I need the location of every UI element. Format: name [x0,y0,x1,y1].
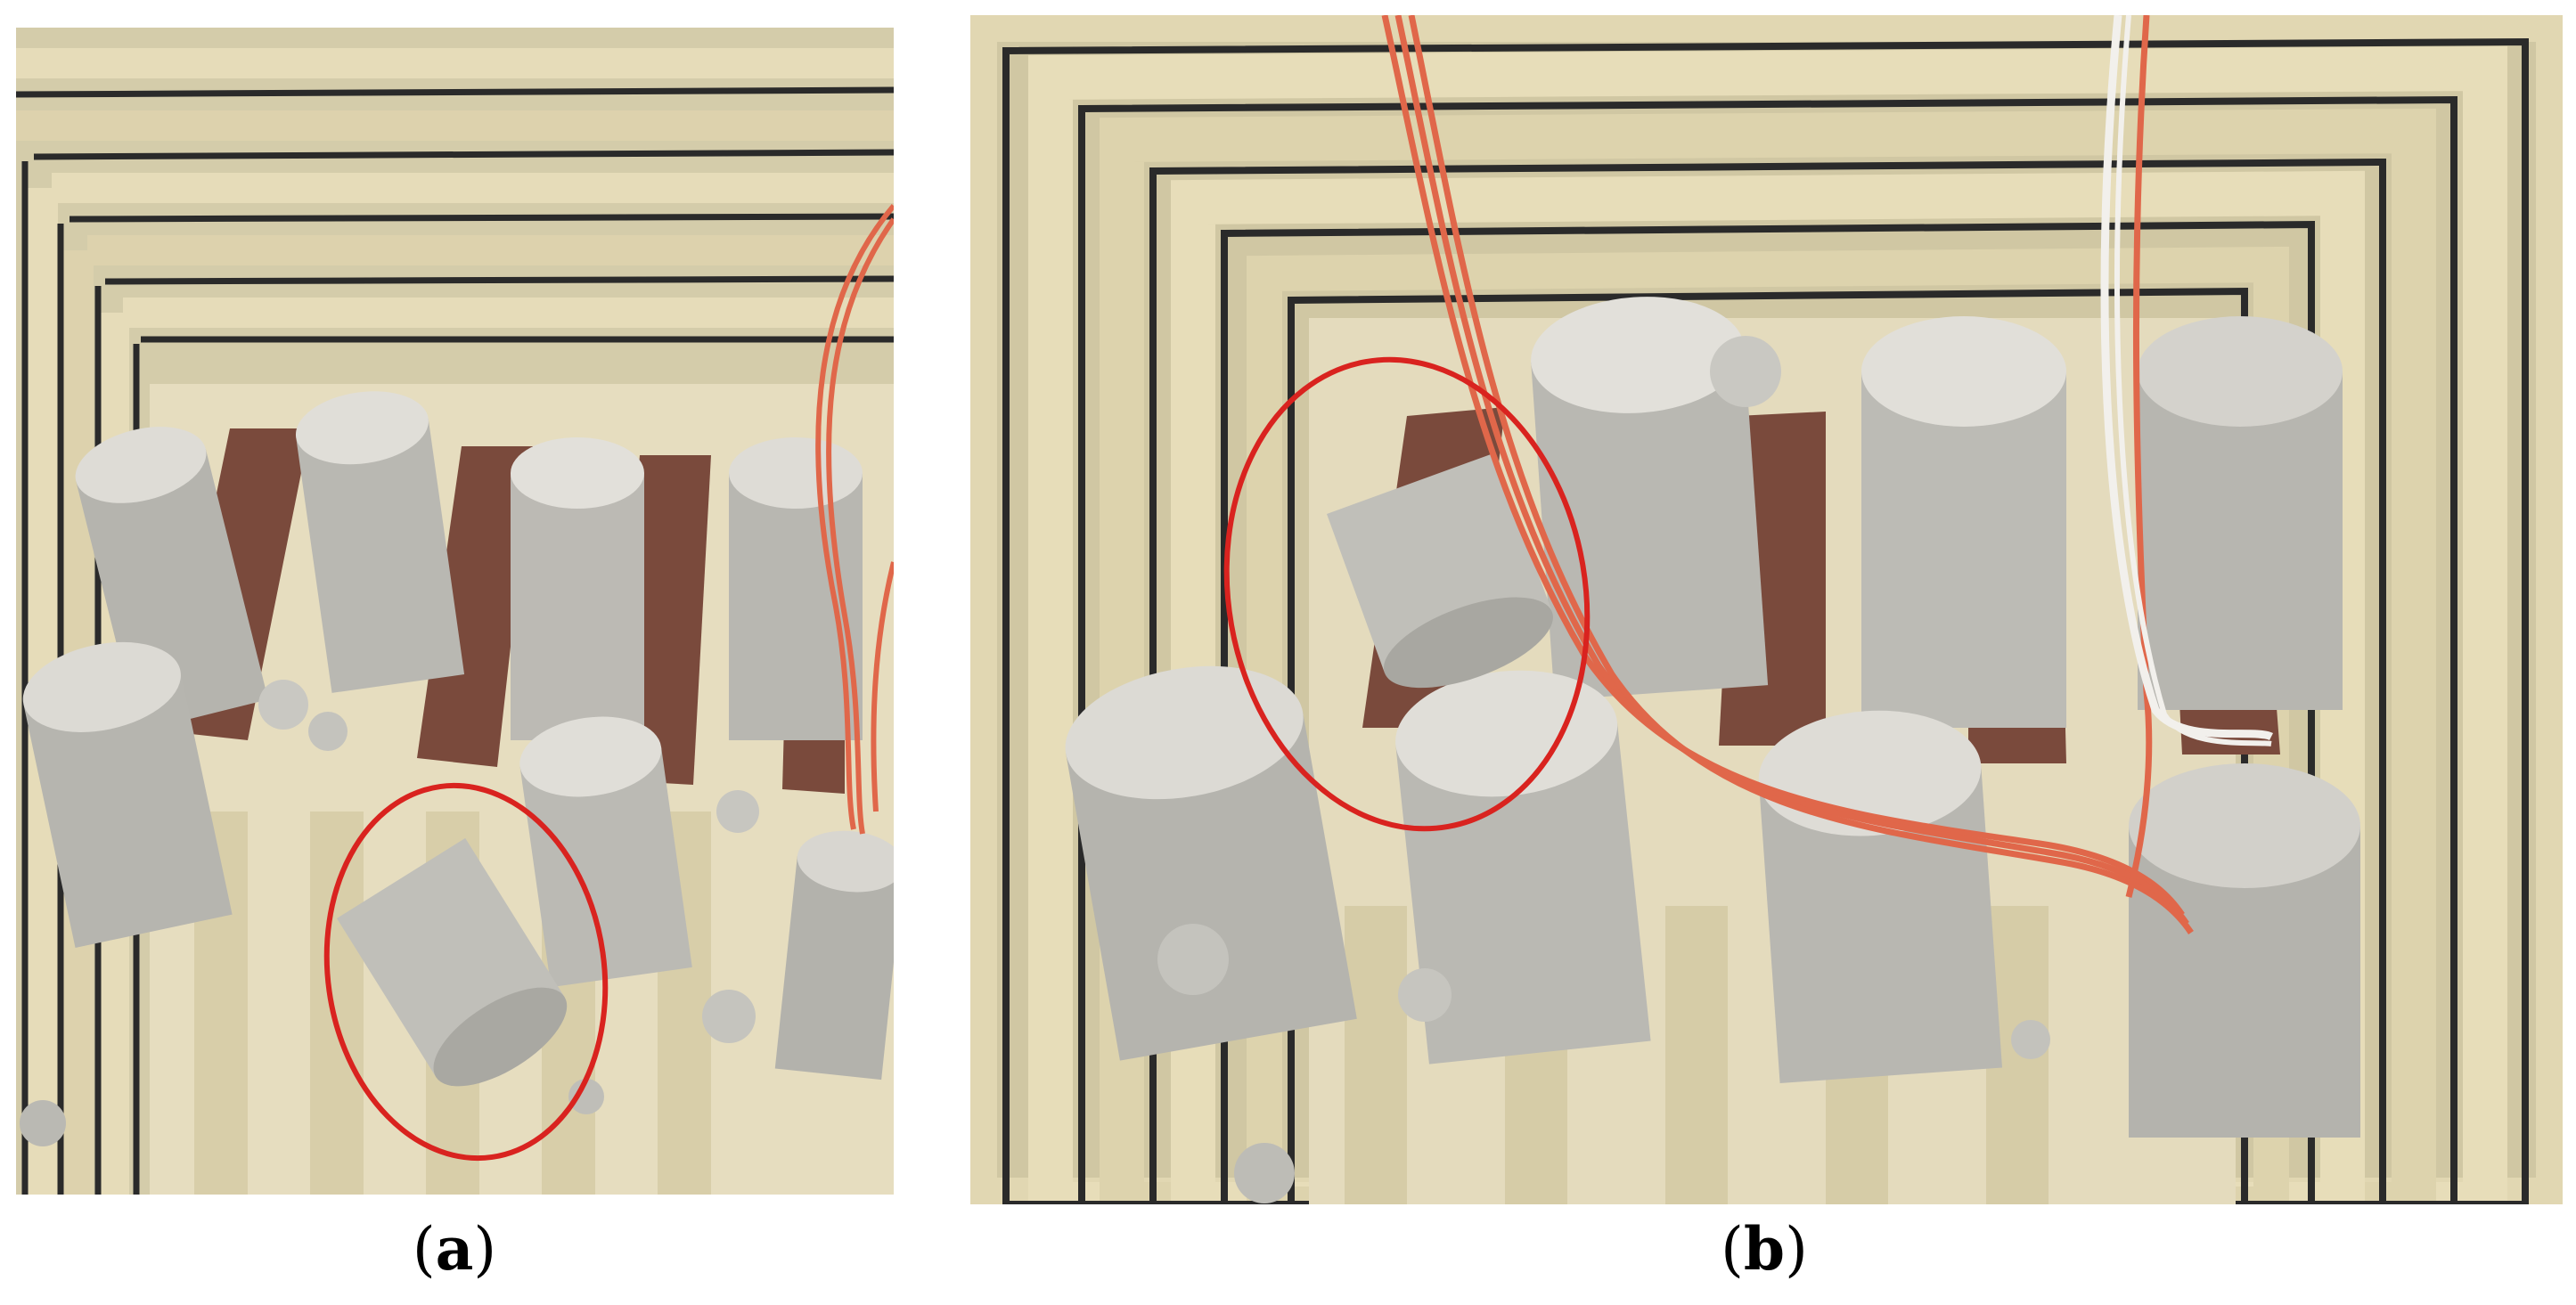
concrete-specimens [1065,297,2360,1203]
thermocouple-wires [1381,15,2274,934]
highlight-circle [1223,356,1591,832]
furnace-photo-b [970,15,2563,1204]
caption-a-label: a [435,1214,474,1284]
highlight-circle [323,782,609,1162]
caption-b-label: b [1743,1214,1786,1284]
thermocouple-wires [815,204,894,835]
concrete-specimens [20,391,894,1146]
furnace-photo-a [16,28,894,1195]
caption-b: (b) [1721,1214,1808,1284]
fallen-specimen [1327,453,1553,689]
caption-a: (a) [412,1214,497,1284]
fallen-specimen [337,837,568,1087]
photo-panel-a [16,28,894,1195]
photo-panel-b [970,15,2563,1204]
